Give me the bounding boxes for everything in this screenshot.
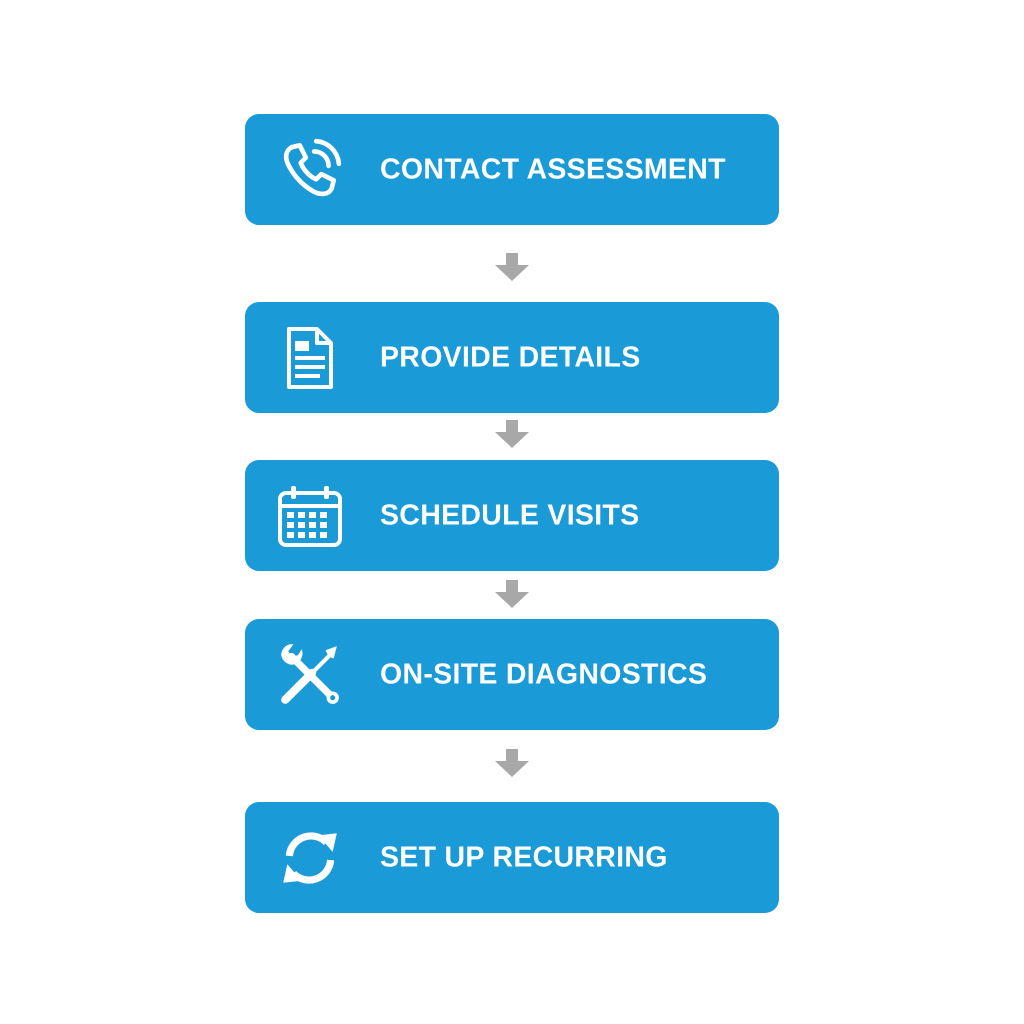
step-label: SET UP RECURRING (380, 841, 668, 873)
step-set-up-recurring: SET UP RECURRING (245, 802, 779, 913)
arrow-down-icon (495, 749, 529, 777)
step-label: ON-SITE DIAGNOSTICS (380, 658, 708, 690)
phone-icon (275, 135, 345, 205)
step-provide-details: PROVIDE DETAILS (245, 302, 779, 413)
refresh-cycle-icon (275, 823, 345, 893)
arrow-down-icon (495, 253, 529, 281)
arrow-down-icon (495, 420, 529, 448)
step-label: SCHEDULE VISITS (380, 499, 640, 531)
document-icon (275, 323, 345, 393)
calendar-icon (275, 481, 345, 551)
arrow-down-icon (495, 580, 529, 608)
step-label: CONTACT ASSESSMENT (380, 153, 726, 185)
step-schedule-visits: SCHEDULE VISITS (245, 460, 779, 571)
step-on-site-diagnostics: ON-SITE DIAGNOSTICS (245, 619, 779, 730)
wrench-screwdriver-icon (275, 640, 345, 710)
step-contact-assessment: CONTACT ASSESSMENT (245, 114, 779, 225)
step-label: PROVIDE DETAILS (380, 341, 641, 373)
